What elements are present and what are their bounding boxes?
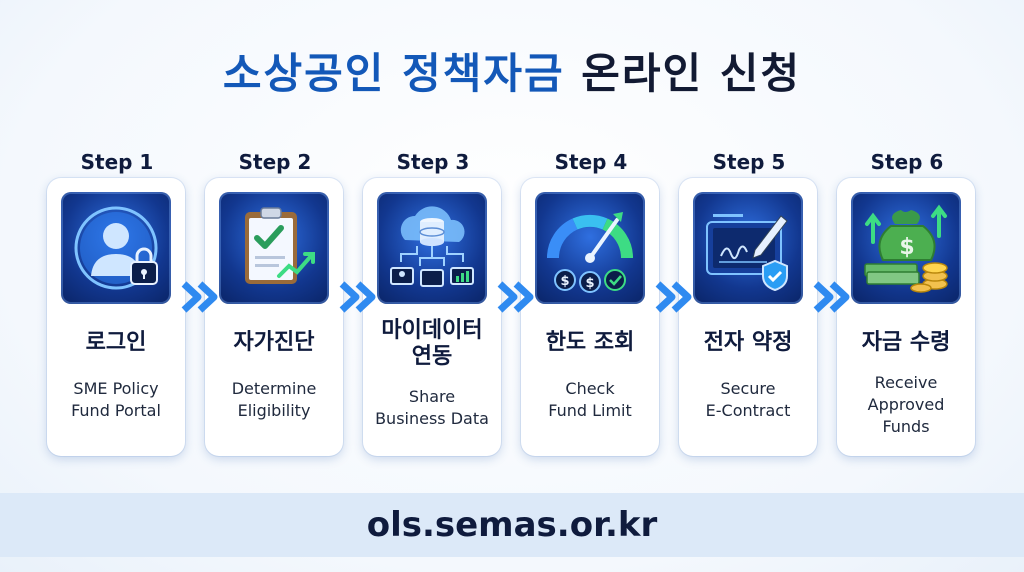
double-chevron-right-icon (496, 280, 540, 314)
cloud-database-icon (377, 192, 487, 304)
money-bag-icon: $ (851, 192, 961, 304)
step-3-label: Step 3 (396, 150, 470, 174)
double-chevron-right-icon (654, 280, 698, 314)
step-3-title: 마이데이터 연동 (381, 318, 483, 369)
title-part-2: 온라인 신청 (581, 49, 802, 98)
step-2-label: Step 2 (238, 150, 312, 174)
step-5-label: Step 5 (712, 150, 786, 174)
footer-url[interactable]: ols.semas.or.kr (366, 505, 658, 545)
clipboard-check-icon (219, 192, 329, 304)
page-title: 소상공인 정책자금 온라인 신청 (0, 46, 1024, 102)
svg-text:$: $ (560, 274, 569, 289)
e-signature-icon (693, 192, 803, 304)
double-chevron-right-icon (812, 280, 856, 314)
step-5-title: 전자 약정 (703, 330, 793, 355)
double-chevron-right-icon (180, 280, 224, 314)
svg-text:$: $ (899, 235, 914, 260)
step-6-label: Step 6 (870, 150, 944, 174)
svg-text:$: $ (585, 276, 594, 291)
footer-banner: ols.semas.or.kr (0, 493, 1024, 557)
user-lock-icon (61, 192, 171, 304)
step-1-title: 로그인 (85, 330, 147, 355)
title-part-1: 소상공인 정책자금 (222, 49, 565, 98)
step-4-title: 한도 조회 (545, 330, 635, 355)
gauge-coins-icon: $ $ (535, 192, 645, 304)
double-chevron-right-icon (338, 280, 382, 314)
step-1-label: Step 1 (80, 150, 154, 174)
step-6-title: 자금 수령 (861, 330, 951, 355)
step-4-label: Step 4 (554, 150, 628, 174)
step-2-title: 자가진단 (233, 330, 315, 355)
